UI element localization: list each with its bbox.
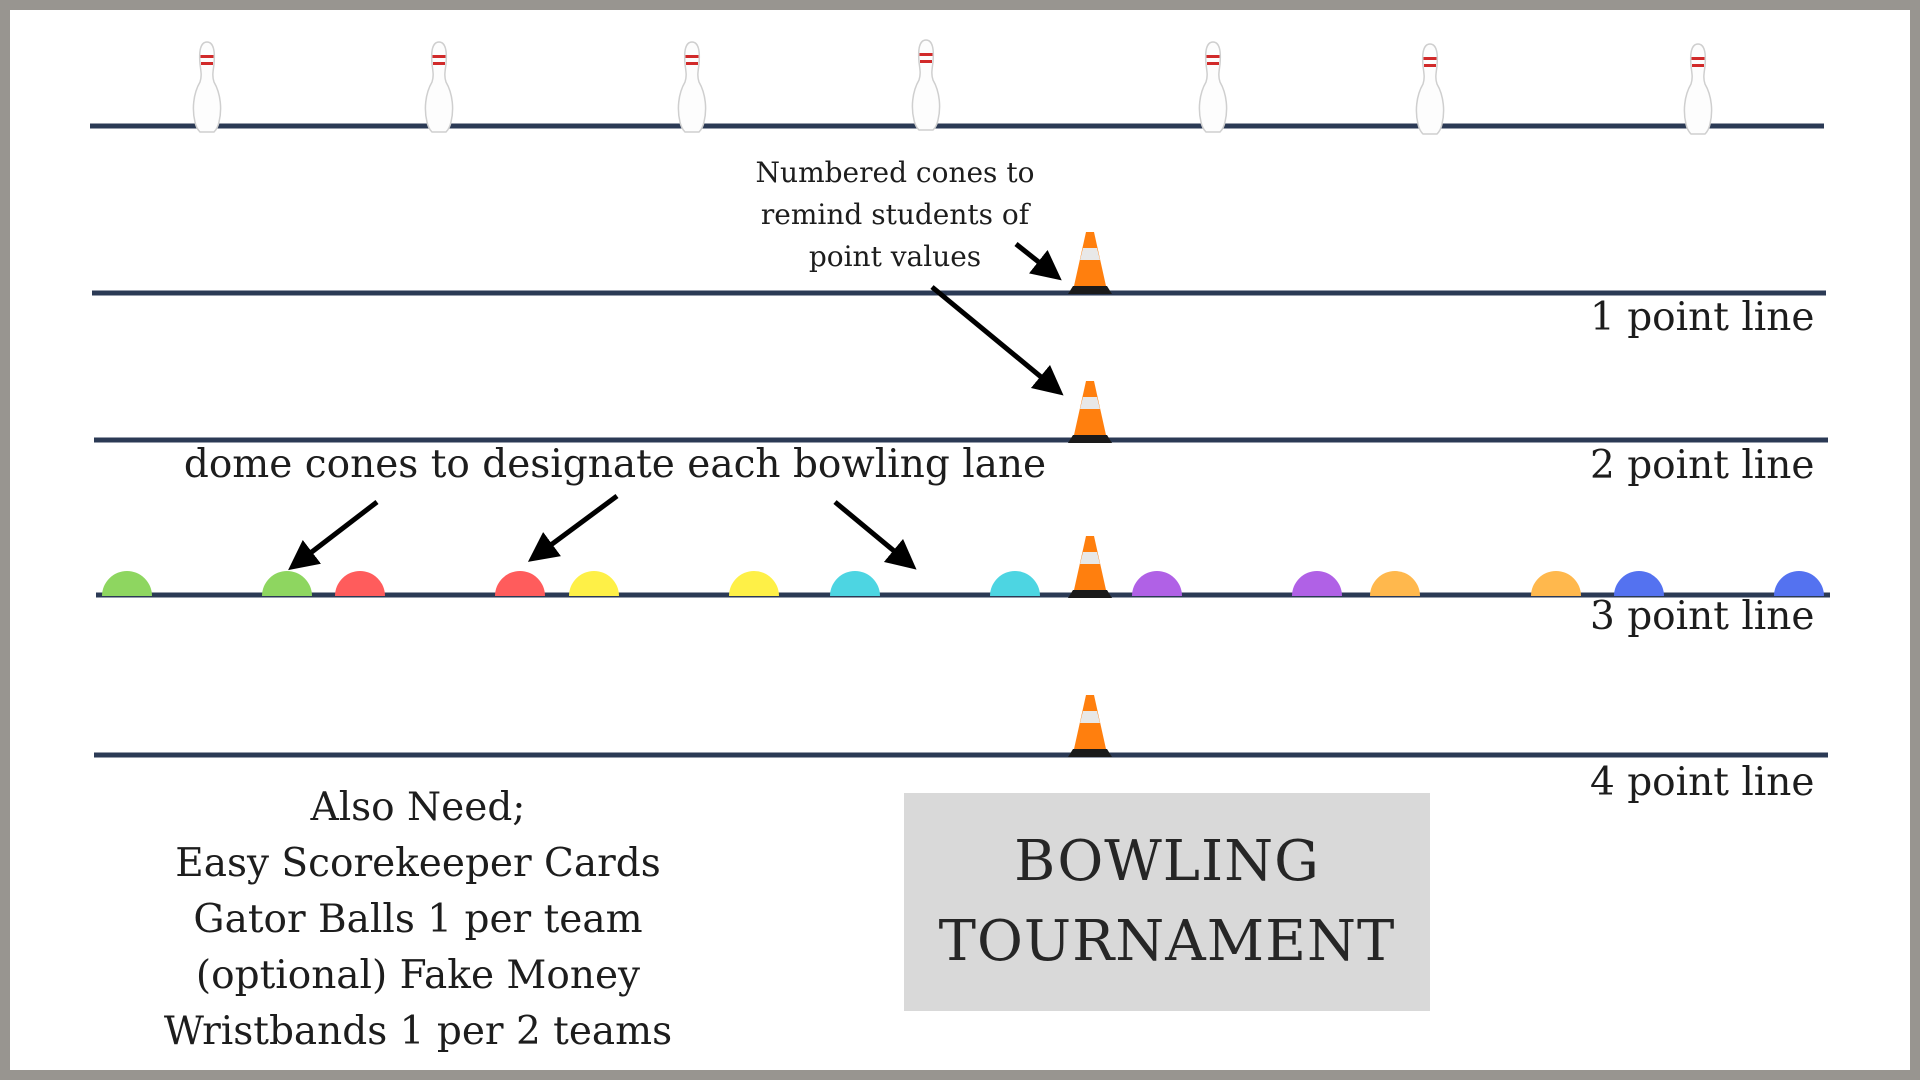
dome-cone-icon	[335, 571, 385, 596]
title-line-2: TOURNAMENT	[938, 909, 1396, 974]
one-point-line-label: 1 point line	[1590, 295, 1815, 340]
traffic-cone-icon	[1068, 536, 1112, 598]
numbered-cones-annotation: Numbered cones to remind students of poi…	[718, 152, 1072, 278]
numbered-cones	[1068, 232, 1112, 757]
traffic-cone-icon	[1068, 695, 1112, 757]
dome-cone-icon	[102, 571, 152, 596]
dome-cone-icon	[729, 571, 779, 596]
dome-cone-icon	[569, 571, 619, 596]
bowling-pin-icon	[424, 41, 454, 133]
dome-cones	[102, 571, 1824, 596]
dome-cone-icon	[990, 571, 1040, 596]
bowling-pin-icon	[1198, 41, 1228, 133]
annotation-arrows	[288, 242, 1064, 571]
bowling-pin-icon	[911, 39, 941, 131]
arrow-icon	[930, 285, 1064, 396]
lane-lines	[90, 123, 1830, 758]
dome-cone-icon	[1370, 571, 1420, 596]
traffic-cone-icon	[1068, 381, 1112, 443]
dome-cone-icon	[1614, 571, 1664, 596]
three-point-line-label: 3 point line	[1590, 594, 1815, 639]
dome-cone-icon	[830, 571, 880, 596]
dome-cone-icon	[1774, 571, 1824, 596]
dome-cone-icon	[495, 571, 545, 596]
arrow-icon	[288, 500, 379, 571]
bowling-pin-icon	[1683, 43, 1713, 135]
title-line-1: BOWLING	[1014, 829, 1320, 894]
bowling-pin-icon	[677, 41, 707, 133]
two-point-line-label: 2 point line	[1590, 443, 1815, 488]
supplies-list: Also Need; Easy Scorekeeper Cards Gator …	[148, 780, 688, 1060]
title-box: BOWLING TOURNAMENT	[904, 793, 1430, 1011]
bowling-pin-icon	[192, 41, 222, 133]
arrow-icon	[527, 493, 619, 562]
traffic-cone-icon	[1068, 232, 1112, 294]
supply-item: (optional) Fake Money	[195, 953, 641, 998]
annotation-line: remind students of	[760, 198, 1030, 231]
bowling-pins	[192, 39, 1713, 135]
dome-cone-icon	[262, 571, 312, 596]
four-point-line-label: 4 point line	[1590, 760, 1815, 805]
supply-item: Easy Scorekeeper Cards	[175, 841, 661, 886]
supply-item: Gator Balls 1 per team	[193, 897, 643, 942]
supply-item: Wristbands 1 per 2 teams	[163, 1009, 673, 1054]
arrow-icon	[833, 500, 917, 570]
dome-cone-icon	[1531, 571, 1581, 596]
dome-cone-icon	[1132, 571, 1182, 596]
arrow-icon	[1014, 242, 1062, 281]
supplies-heading: Also Need;	[310, 785, 526, 830]
annotation-line: point values	[808, 240, 982, 273]
annotation-line: Numbered cones to	[755, 156, 1035, 189]
bowling-pin-icon	[1415, 43, 1445, 135]
dome-cones-annotation: dome cones to designate each bowling lan…	[183, 442, 1047, 487]
dome-cone-icon	[1292, 571, 1342, 596]
